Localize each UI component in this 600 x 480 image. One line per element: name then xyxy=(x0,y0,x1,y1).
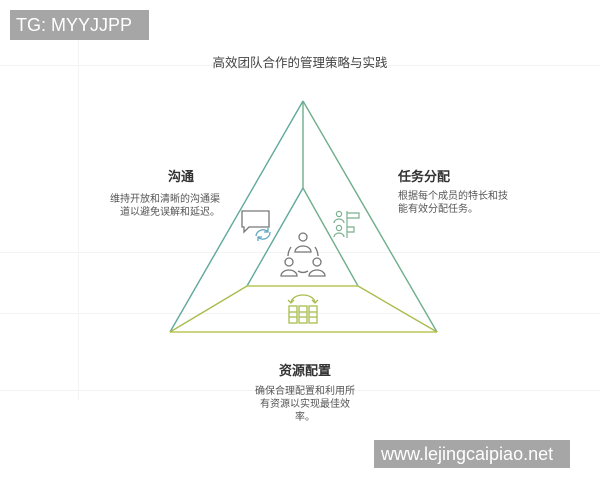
resource-allocation-description: 确保合理配置和利用所有资源以实现最佳效率。 xyxy=(255,386,355,423)
background-gridline xyxy=(0,313,600,314)
communication-description: 维持开放和清晰的沟通渠道以避免误解和延迟。 xyxy=(110,194,220,218)
task-allocation-description: 根据每个成员的特长和技能有效分配任务。 xyxy=(398,191,508,215)
watermark-bottom: www.lejingcaipiao.net xyxy=(374,440,570,468)
people-tasks-icon xyxy=(333,210,360,238)
watermark-top: TG: MYYJJPP xyxy=(10,10,149,40)
resource-allocation-heading: 资源配置 xyxy=(278,364,331,379)
team-circle-icon xyxy=(280,232,326,277)
resource-grid-icon xyxy=(287,294,319,324)
diagram-title: 高效团队合作的管理策略与实践 xyxy=(212,55,388,70)
task-allocation-heading: 任务分配 xyxy=(398,170,451,185)
chat-sync-icon xyxy=(241,210,271,241)
background-gridline xyxy=(0,65,600,66)
background-gridline xyxy=(0,390,600,391)
background-gridline xyxy=(78,40,79,400)
communication-heading: 沟通 xyxy=(167,170,194,185)
